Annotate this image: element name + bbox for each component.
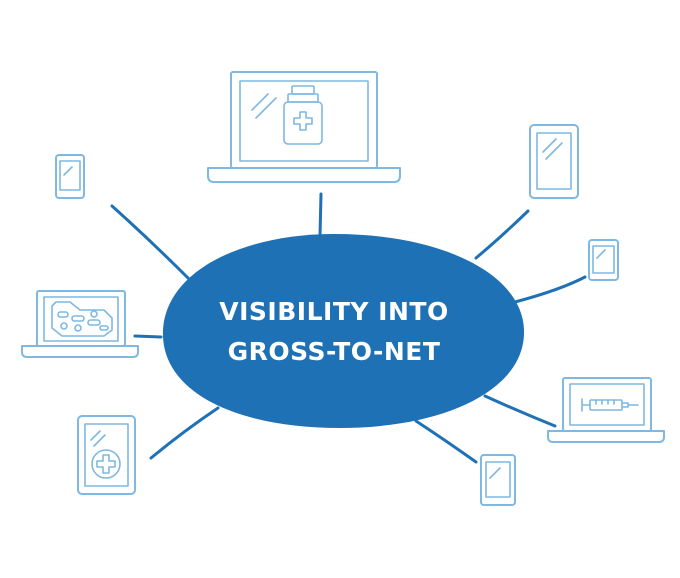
hub: VISIBILITY INTO GROSS-TO-NET bbox=[162, 234, 525, 428]
phone-bottom-right bbox=[480, 454, 516, 506]
spoke-left bbox=[133, 334, 163, 339]
laptop-right-base bbox=[547, 430, 665, 443]
phone-bottom-right-screen bbox=[485, 461, 511, 498]
tablet-top-right-body bbox=[529, 124, 579, 199]
hub-title-line2: GROSS-TO-NET bbox=[228, 337, 441, 366]
phone-top-left bbox=[55, 154, 85, 199]
screen-glare-icon bbox=[489, 467, 501, 479]
laptop-right bbox=[547, 377, 665, 443]
spoke-top-left bbox=[110, 204, 192, 282]
spoke-bottom-right bbox=[483, 394, 557, 428]
phone-top-left-screen bbox=[59, 160, 81, 191]
phone-right bbox=[588, 239, 619, 281]
tablet-bottom-left-screen bbox=[84, 423, 129, 487]
screen-glare-icon bbox=[542, 138, 563, 160]
laptop-left bbox=[21, 290, 139, 358]
laptop-top-screen bbox=[239, 80, 369, 162]
spoke-right bbox=[513, 275, 587, 304]
laptop-left-base bbox=[21, 345, 139, 358]
spoke-top-right bbox=[474, 209, 530, 260]
tablet-bottom-left bbox=[77, 415, 136, 495]
phone-right-body bbox=[588, 239, 619, 281]
spoke-bottom bbox=[414, 419, 478, 464]
screen-glare-icon bbox=[596, 249, 606, 259]
laptop-left-screen bbox=[43, 296, 119, 342]
syringe-icon bbox=[581, 398, 639, 412]
spoke-top bbox=[318, 192, 323, 238]
pills-icon bbox=[51, 301, 113, 337]
screen-glare-icon bbox=[90, 430, 106, 447]
phone-bottom-right-body bbox=[480, 454, 516, 506]
tablet-top-right-screen bbox=[536, 132, 572, 190]
laptop-top-base bbox=[207, 167, 401, 183]
medicine-bottle-icon bbox=[283, 85, 323, 145]
spoke-bottom-left bbox=[149, 406, 220, 460]
tablet-top-right bbox=[529, 124, 579, 199]
hub-ellipse bbox=[162, 234, 525, 428]
screen-glare-icon bbox=[63, 166, 73, 176]
laptop-top bbox=[207, 71, 401, 183]
medical-cross-icon bbox=[91, 449, 121, 479]
hub-title-line1: VISIBILITY INTO bbox=[219, 297, 448, 326]
phone-top-left-body bbox=[55, 154, 85, 199]
spokes bbox=[110, 192, 587, 464]
phone-right-screen bbox=[592, 245, 615, 274]
laptop-right-screen bbox=[569, 383, 645, 426]
laptop-top-glare bbox=[251, 93, 277, 119]
